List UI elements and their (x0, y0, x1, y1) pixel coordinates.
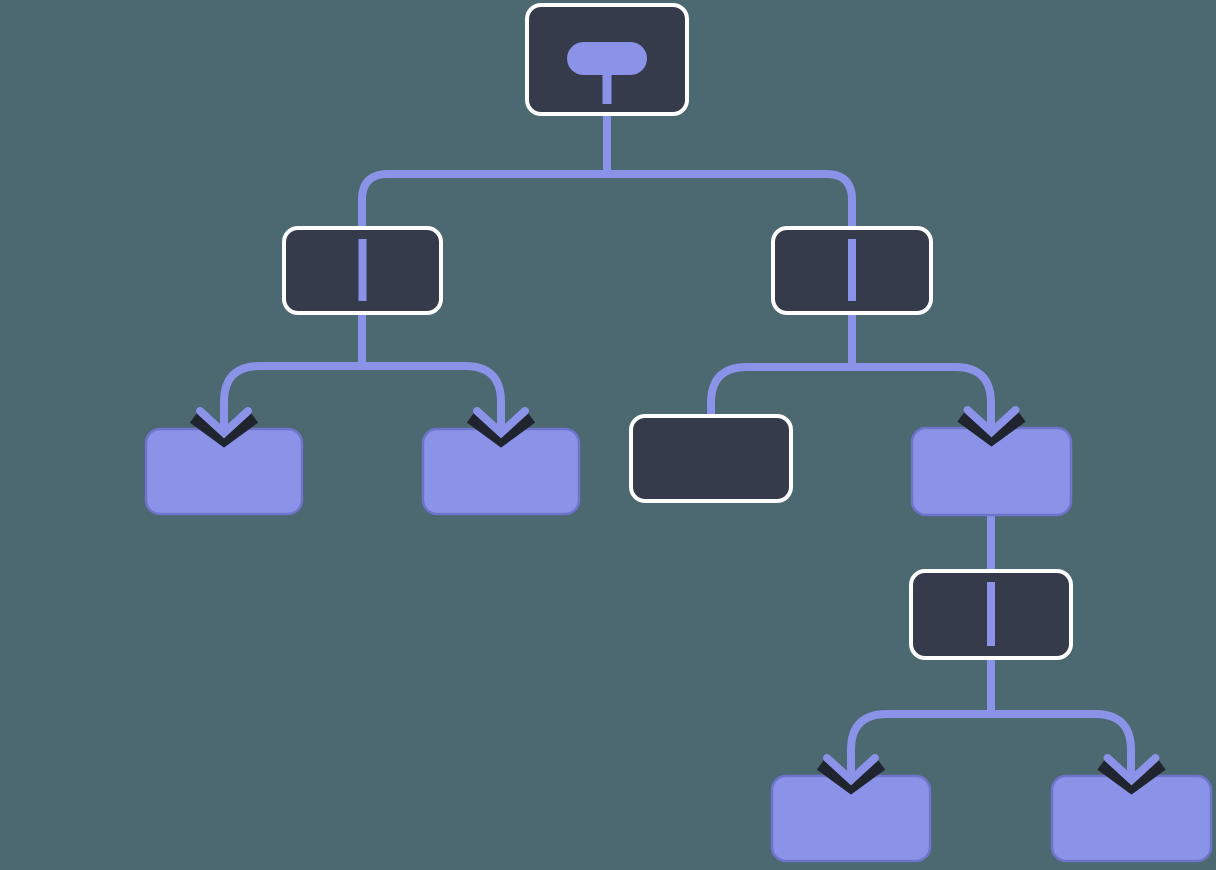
tree-node-child-right-dark[interactable] (629, 414, 793, 503)
tree-node-branch-left[interactable] (282, 226, 443, 315)
chevron-purple-layer (196, 407, 252, 439)
chevron-dark-layer (957, 410, 1026, 447)
tree-node-leaf-left-1[interactable] (144, 407, 304, 516)
tree-node-root[interactable] (525, 3, 689, 116)
double-chevron-down-icon (816, 754, 886, 795)
double-chevron-down-icon (466, 407, 536, 448)
connector-branch (220, 362, 505, 432)
chevron-dark-layer (816, 758, 886, 795)
tree-node-branch-right[interactable] (771, 226, 933, 315)
tree-node-leaf-right[interactable] (910, 406, 1073, 517)
connector-branch (358, 170, 856, 232)
node-box-child-right-dark[interactable] (629, 414, 793, 503)
chevron-dark-layer (1097, 758, 1166, 795)
double-chevron-down-icon (957, 406, 1026, 447)
chevron-purple-layer (823, 754, 879, 786)
tree-node-leaf-bottom-right[interactable] (1050, 754, 1213, 863)
chevron-dark-layer (189, 411, 259, 448)
chevron-dark-layer (466, 411, 536, 448)
tree-node-branch-bottom[interactable] (909, 569, 1073, 660)
chevron-purple-layer (473, 407, 529, 439)
connector-branch (707, 363, 995, 431)
connectors (220, 110, 1135, 779)
tree-node-leaf-bottom-left[interactable] (770, 754, 932, 863)
tree-node-leaf-left-2[interactable] (421, 407, 581, 516)
double-chevron-down-icon (1097, 754, 1166, 795)
collapsed-subtree-pill-icon (567, 42, 647, 75)
connector-branch (847, 710, 1135, 779)
double-chevron-down-icon (189, 407, 259, 448)
chevron-purple-layer (963, 406, 1020, 438)
chevron-purple-layer (1103, 754, 1160, 786)
